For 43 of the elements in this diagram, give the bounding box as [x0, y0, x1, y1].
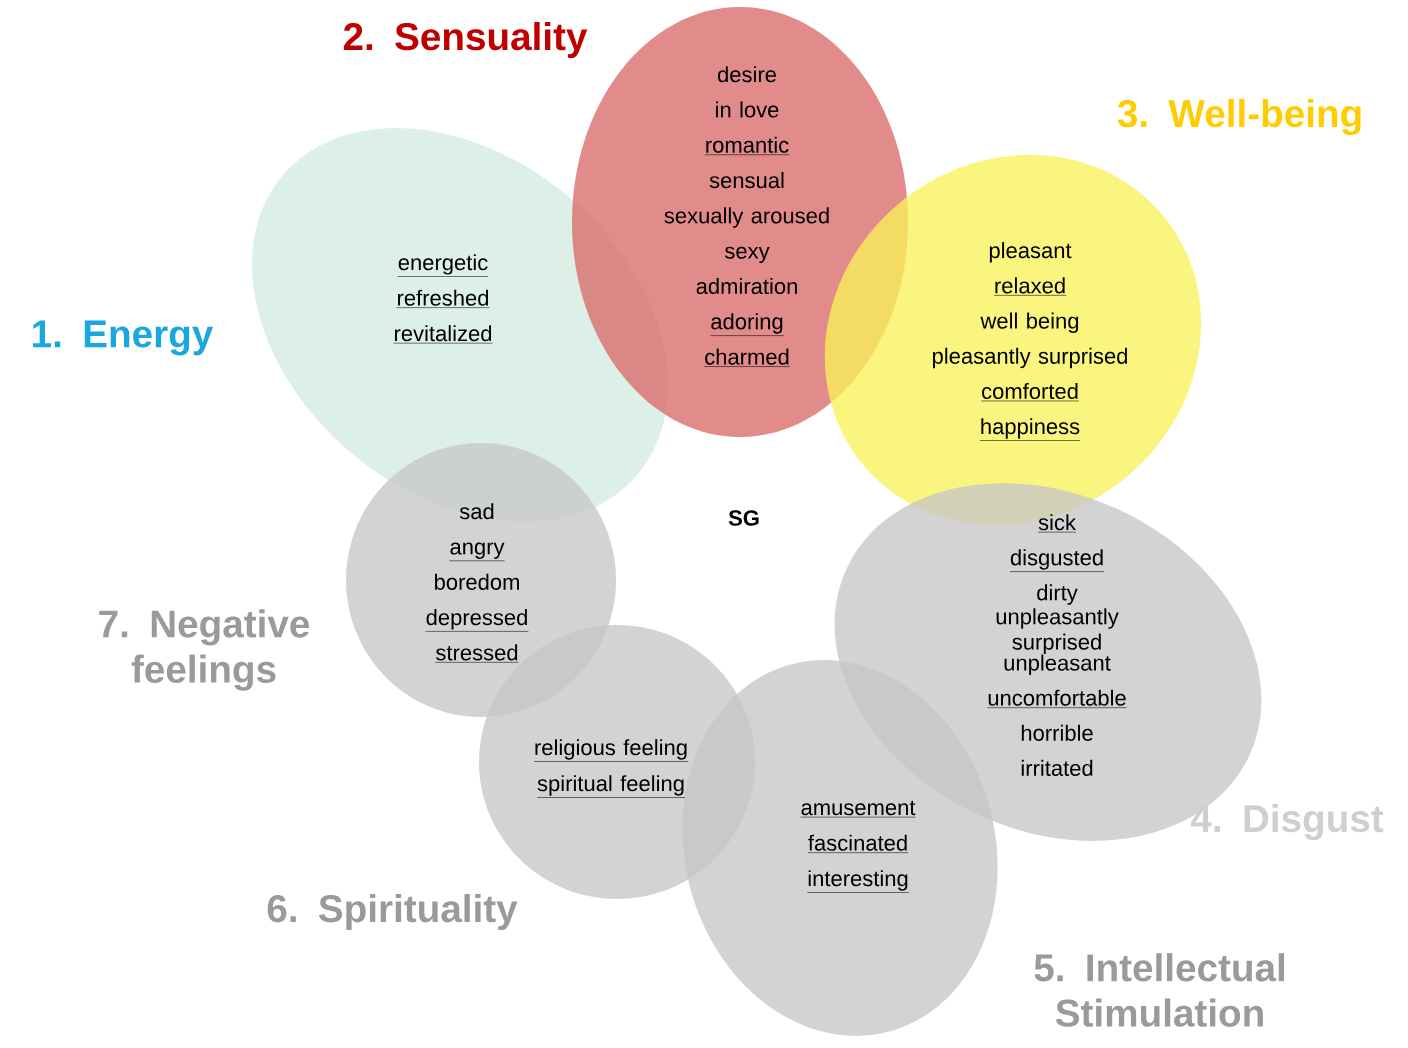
center-label: SG: [728, 510, 759, 526]
emotion-term: sexy: [725, 246, 770, 264]
emotion-term: horrible: [1021, 724, 1093, 741]
category-heading: 2. Sensuality: [343, 21, 588, 58]
emotion-term: disgusted: [1009, 549, 1105, 572]
category-heading: 1. Energy: [33, 320, 214, 356]
emotion-term: amusement: [800, 800, 916, 818]
emotion-term: dirty: [1037, 584, 1078, 605]
emotion-term: comforted: [980, 382, 1080, 402]
emotion-term: happiness: [979, 418, 1081, 441]
emotion-term: spiritual feeling: [536, 775, 686, 798]
emotion-term: pleasant: [989, 242, 1072, 263]
emotion-term: sexually aroused: [664, 207, 829, 228]
emotion-term: in love: [716, 101, 779, 118]
petal-ellipse: [346, 443, 616, 717]
emotion-term: pleasantly surprised: [933, 347, 1127, 369]
emotion-term: well being: [980, 312, 1079, 334]
emotion-term: angry: [449, 542, 505, 562]
emotion-term: romantic: [704, 136, 790, 155]
category-heading: 6. Spirituality: [267, 894, 518, 931]
emotion-term: irritated: [1021, 759, 1093, 776]
emotion-term: uncomfortable: [987, 689, 1127, 708]
category-heading: 5. Intellectual Stimulation: [1034, 953, 1285, 1027]
category-heading: 7. Negative feelings: [99, 609, 310, 691]
emotion-term: boredom: [435, 573, 519, 590]
category-heading: 3. Well-being: [1117, 98, 1361, 136]
emotion-term: unpleasant: [1004, 654, 1111, 676]
emotion-term: refreshed: [396, 289, 490, 308]
emotion-term: revitalized: [393, 325, 493, 344]
emotion-term: charmed: [703, 348, 791, 367]
emotion-term: religious feeling: [533, 739, 689, 762]
emotion-term: depressed: [425, 609, 529, 632]
emotion-term: relaxed: [993, 277, 1067, 296]
emotion-term: admiration: [696, 277, 797, 295]
emotion-term: energetic: [397, 254, 489, 277]
emotion-term: sensual: [709, 172, 784, 189]
emotion-term: sad: [459, 503, 494, 520]
emotion-term: sick: [1037, 514, 1077, 533]
emotion-term: adoring: [710, 313, 784, 336]
emotion-term: interesting: [807, 870, 910, 893]
emotion-term: desire: [717, 66, 776, 83]
emotion-term: fascinated: [807, 834, 909, 853]
emotion-term: stressed: [435, 644, 519, 663]
